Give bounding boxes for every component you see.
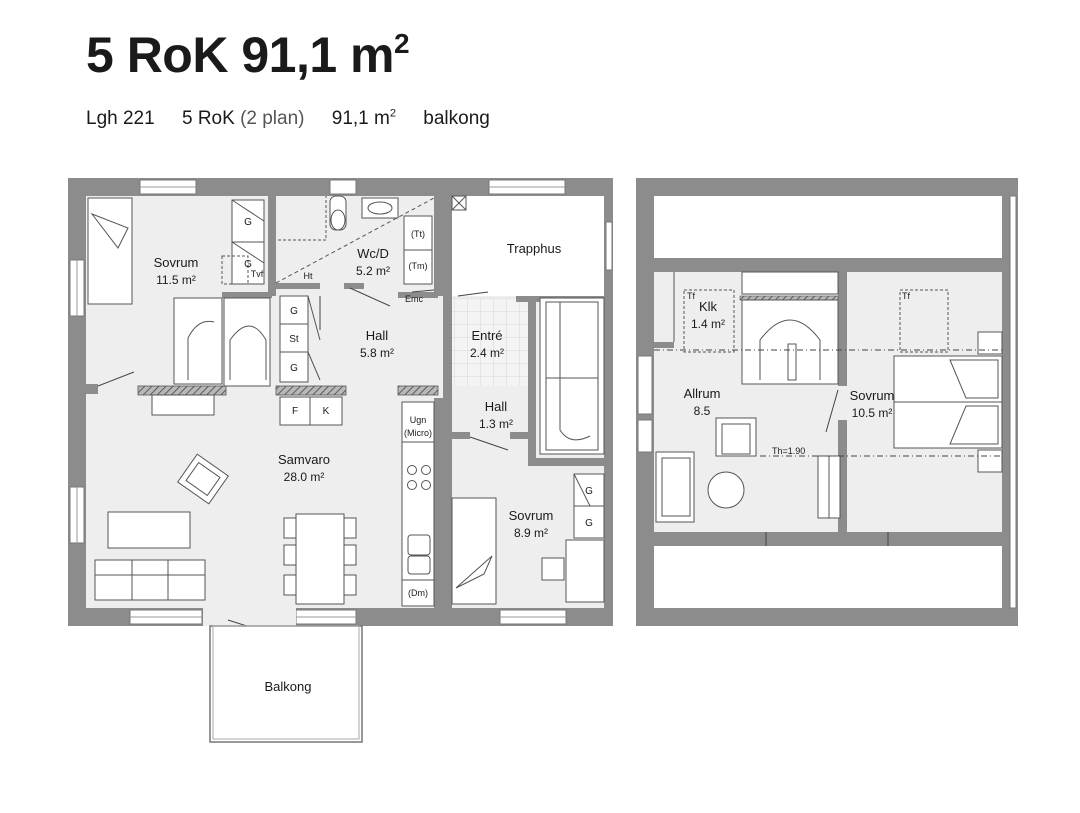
room-labels-level-2: Klk 1.4 m² Allrum 8.5 Sovrum 10.5 m² — [684, 299, 895, 420]
sovrum-2-area: 8.9 m² — [514, 526, 548, 540]
ugn-label: Ugn — [410, 415, 427, 425]
micro-label: (Micro) — [404, 428, 432, 438]
apartment-summary: Lgh 221 5 RoK (2 plan) 91,1 m2 balkong — [86, 108, 512, 130]
stairwell-floor — [452, 196, 606, 296]
ceiling-height-label: Th=1.90 — [772, 446, 805, 456]
allrum-furniture — [655, 417, 841, 523]
sovrum-2-name: Sovrum — [509, 508, 554, 523]
door-swings-level-1 — [97, 287, 509, 635]
bathroom-fixtures — [275, 195, 435, 285]
beds-level-1 — [87, 197, 497, 605]
wardrobe-label: G — [244, 217, 252, 228]
area-superscript: 2 — [389, 108, 396, 120]
plan-count: (2 plan) — [240, 108, 305, 130]
wardrobe-label: G — [290, 363, 298, 374]
kitchen-counter — [401, 401, 435, 607]
sovrum-2-furniture — [541, 473, 605, 603]
interior-walls-level-1 — [86, 178, 604, 608]
entre-tile-floor — [443, 298, 529, 386]
shower-fixture — [173, 297, 271, 387]
trapphus-name: Trapphus — [507, 241, 562, 256]
wardrobe-label: G — [290, 306, 298, 317]
sovrum-1-area: 11.5 m² — [156, 273, 196, 287]
st-label: St — [289, 334, 299, 345]
double-bed — [893, 331, 1003, 473]
balkong-name: Balkong — [265, 679, 312, 694]
area-text: 91,1 m — [331, 108, 390, 130]
allrum-name: Allrum — [684, 386, 721, 401]
wardrobe-label: G — [244, 259, 252, 270]
total-area: 91,1 m2 — [332, 108, 396, 129]
sovrum-1-name: Sovrum — [154, 255, 199, 270]
entre-name: Entré — [471, 328, 502, 343]
wcd-area: 5.2 m² — [356, 264, 390, 278]
living-room-furniture — [94, 394, 357, 605]
upper-bathroom — [741, 299, 839, 385]
room-labels-level-1: Sovrum 11.5 m² Wc/D 5.2 m² Trapphus Hall… — [154, 241, 562, 694]
lgh-number: Lgh 221 — [86, 108, 155, 130]
sovrum-3-area: 10.5 m² — [852, 406, 893, 420]
sovrum-3-name: Sovrum — [850, 388, 895, 403]
rok-text: 5 RoK — [181, 108, 235, 130]
hall-1-area: 5.8 m² — [360, 346, 394, 360]
fridge-label: K — [323, 406, 330, 417]
tf-label: Tf — [902, 291, 910, 301]
hall-storage — [279, 295, 343, 426]
klk-closet — [673, 271, 839, 353]
page-title: 5 RoK 91,1 m2 — [86, 26, 410, 84]
staircase-level-1 — [539, 297, 605, 455]
room-count: 5 RoK (2 plan) — [182, 108, 305, 129]
wardrobe-label: G — [585, 518, 593, 529]
ht-label: Ht — [304, 271, 313, 281]
klk-name: Klk — [699, 299, 718, 314]
wardrobe-label: G — [585, 486, 593, 497]
emc-label: Emc — [405, 294, 424, 304]
windows-level-2 — [637, 195, 1017, 609]
tt-label: (Tt) — [411, 229, 425, 239]
freezer-label: F — [292, 406, 298, 417]
samvaro-name: Samvaro — [278, 452, 330, 467]
window-lines-level-1 — [76, 186, 566, 618]
door-swings-level-2 — [765, 389, 889, 546]
wcd-name: Wc/D — [357, 246, 389, 261]
hall-2-name: Hall — [485, 399, 508, 414]
entre-area: 2.4 m² — [470, 346, 504, 360]
klk-area: 1.4 m² — [691, 317, 725, 331]
hall-2-area: 1.3 m² — [479, 417, 513, 431]
fixture-labels-level-1: G G Tvf Ht (Tt) (Tm) Emc G St G F K Ugn … — [244, 217, 593, 598]
balcony-door-opening — [203, 608, 296, 626]
balcony — [209, 625, 363, 743]
floor-plan-level-1: Sovrum 11.5 m² Wc/D 5.2 m² Trapphus Hall… — [68, 178, 613, 743]
samvaro-area: 28.0 m² — [284, 470, 325, 484]
balcony-label: balkong — [423, 108, 490, 130]
tvf-label: Tvf — [251, 269, 264, 279]
vent-icon — [451, 195, 467, 211]
hall-1-name: Hall — [366, 328, 389, 343]
dm-label: (Dm) — [408, 588, 428, 598]
tf-label: Tf — [687, 291, 695, 301]
floor-plan-level-2: Klk 1.4 m² Allrum 8.5 Sovrum 10.5 m² Tf … — [636, 178, 1018, 626]
title-superscript: 2 — [394, 28, 410, 59]
fixture-labels-level-2: Tf Tf Th=1.90 — [687, 291, 910, 456]
tm-label: (Tm) — [409, 261, 428, 271]
allrum-area: 8.5 — [694, 404, 711, 418]
structural-walls-level-2 — [739, 295, 839, 301]
ceiling-height-lines — [654, 349, 1002, 457]
title-text: 5 RoK 91,1 m — [86, 27, 395, 83]
wardrobes-sovrum-1 — [221, 199, 265, 285]
